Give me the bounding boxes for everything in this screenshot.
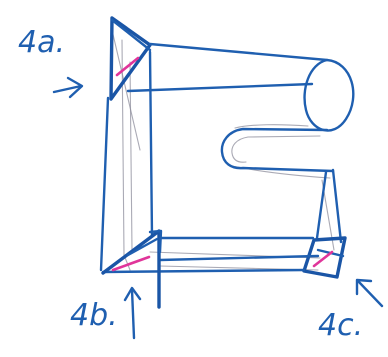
wedge-4a (109, 16, 152, 101)
label-4c: 4c. (318, 308, 363, 343)
upper-arm (126, 42, 329, 93)
label-4c-group: 4c. (318, 278, 384, 343)
wedge-4c (302, 168, 347, 279)
vertical-column (99, 50, 154, 272)
arrowhead-4b-icon (123, 286, 142, 302)
arrow-4b-icon (130, 288, 136, 340)
arrowhead-4a-icon (66, 76, 84, 99)
arrow-4c-icon (356, 279, 384, 308)
label-4a: 4a. (18, 25, 65, 60)
label-4a-group: 4a. (18, 25, 84, 99)
cylinder-end (303, 58, 355, 132)
bottom-arm (101, 236, 320, 274)
arrowhead-4c-icon (355, 278, 373, 296)
label-4b-group: 4b. (70, 286, 142, 340)
arrow-4a-icon (52, 84, 83, 94)
u-turn-loop (220, 127, 335, 173)
wedge-4b (101, 229, 163, 309)
label-4b: 4b. (70, 298, 118, 333)
